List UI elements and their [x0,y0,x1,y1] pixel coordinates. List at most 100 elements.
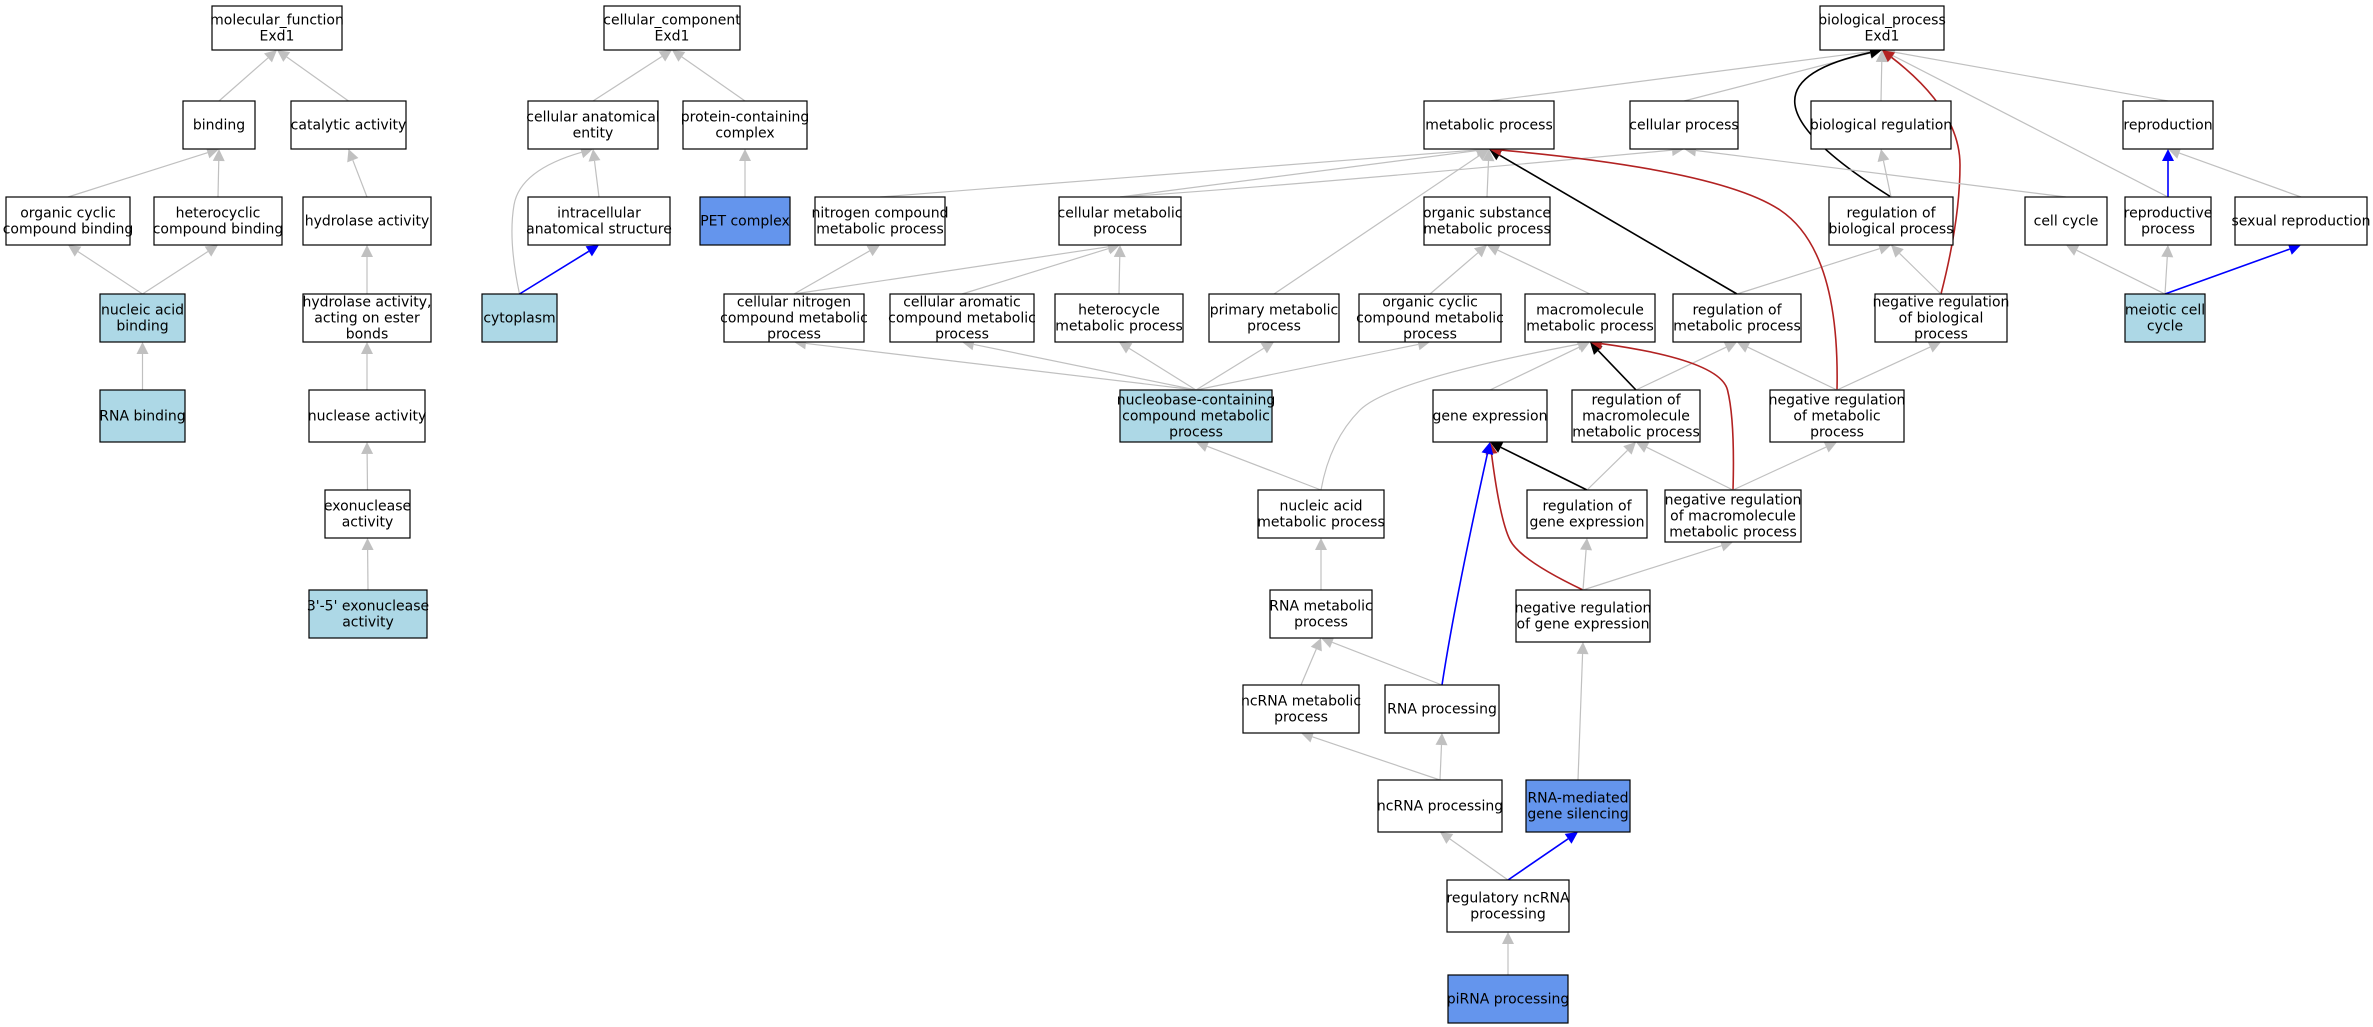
node-label-line: of metabolic [1793,408,1880,424]
node-label-line: metabolic process [1526,318,1654,334]
node-label-line: process [935,326,989,342]
node-label-line: binding [193,117,245,133]
arrowhead-reg_macro-to-macromolecule [1590,342,1603,355]
arrowhead-neg_reg_gene-to-neg_reg_macro [1719,539,1733,552]
go-term-node-pet[interactable]: PET complex [699,196,791,246]
edge-primary-to-metabolic [1273,155,1480,295]
node-label-line: processing [1470,906,1545,922]
edge-cell_anat-to-cc [592,56,663,102]
edge-sexual-to-reproduction [2179,152,2302,198]
arrowhead-ncrna_processing-to-rna_processing [1435,733,1448,746]
go-term-node-sexual[interactable]: sexual reproduction [2232,196,2371,246]
go-term-node-catalytic[interactable]: catalytic activity [290,100,407,150]
node-box [153,196,283,246]
node-label-line: nucleic acid [101,302,184,318]
node-label-line: process [1403,326,1457,342]
arrowhead-nucleobase-to-primary [1260,342,1274,354]
arrowhead-organic_cyclic_metab-to-organic_subst [1473,245,1487,258]
go-term-node-metabolic[interactable]: metabolic process [1423,100,1555,150]
arrowhead-ncrna_metab-to-rna_metab [1310,638,1322,652]
go-term-node-pirna[interactable]: piRNA processing [1447,974,1569,1024]
arrowhead-cell_nitrogen-to-nitrogen [866,245,880,257]
arrowhead-rna_binding-to-nucleic_acid_binding [136,342,149,354]
arrowhead-primary-to-metabolic [1475,149,1489,161]
node-box [1515,589,1651,643]
go-term-node-hydrolase[interactable]: hydrolase activity [302,196,432,246]
node-box [1384,684,1500,734]
node-label-line: 3'-5' exonuclease [307,598,429,614]
node-label-line: process [1247,318,1301,334]
arrowhead-macromolecule-to-organic_subst [1487,244,1501,256]
edge-macromolecule-to-organic_subst [1497,249,1591,295]
go-term-node-bio_reg[interactable]: biological regulation [1810,100,1952,150]
go-term-node-gene_expr[interactable]: gene expression [1432,389,1548,443]
go-term-node-cellular_process[interactable]: cellular process [1629,100,1739,150]
node-label-line: process [1810,424,1864,440]
go-term-node-ncrna_processing[interactable]: ncRNA processing [1377,779,1503,833]
go-term-node-cell_cycle[interactable]: cell cycle [2024,196,2108,246]
edge-cytoplasm-to-cell_anat [511,151,582,295]
edge-reg_metab-to-metabolic [1498,154,1738,295]
node-label-line: metabolic process [1055,318,1183,334]
node-box [2122,100,2214,150]
edge-neg_reg_metab-to-reg_metab [1747,346,1838,391]
edge-nucleic_metab-to-nucleobase [1206,445,1322,491]
arrowhead-exo35-to-exonuclease [361,538,374,551]
go-term-node-rna_processing[interactable]: RNA processing [1384,684,1500,734]
edge-ncrna_processing-to-ncrna_metab [1312,736,1441,781]
arrowhead-intracellular-to-cell_anat [588,149,601,162]
edge-gene_expr-to-macromolecule [1489,346,1580,391]
go-term-node-nuclease[interactable]: nuclease activity [308,389,427,443]
go-term-node-rna_binding[interactable]: RNA binding [99,389,186,443]
node-label-line: process [767,326,821,342]
node-box [5,196,131,246]
go-term-node-reproduction[interactable]: reproduction [2122,100,2214,150]
arrowhead-heterocyclic_binding-to-binding [212,149,225,162]
edge-cell_aromatic-to-cell_metab [961,247,1109,295]
node-label-line: macromolecule [1536,302,1644,318]
go-term-node-binding[interactable]: binding [182,100,256,150]
node-label-line: cellular process [1629,117,1738,133]
go-term-node-cytoplasm[interactable]: cytoplasm [481,293,558,343]
arrowhead-pirna-to-reg_ncrna [1502,932,1514,944]
edge-nucleobase-to-primary [1195,347,1265,391]
node-label-line: metabolic process [1673,318,1801,334]
